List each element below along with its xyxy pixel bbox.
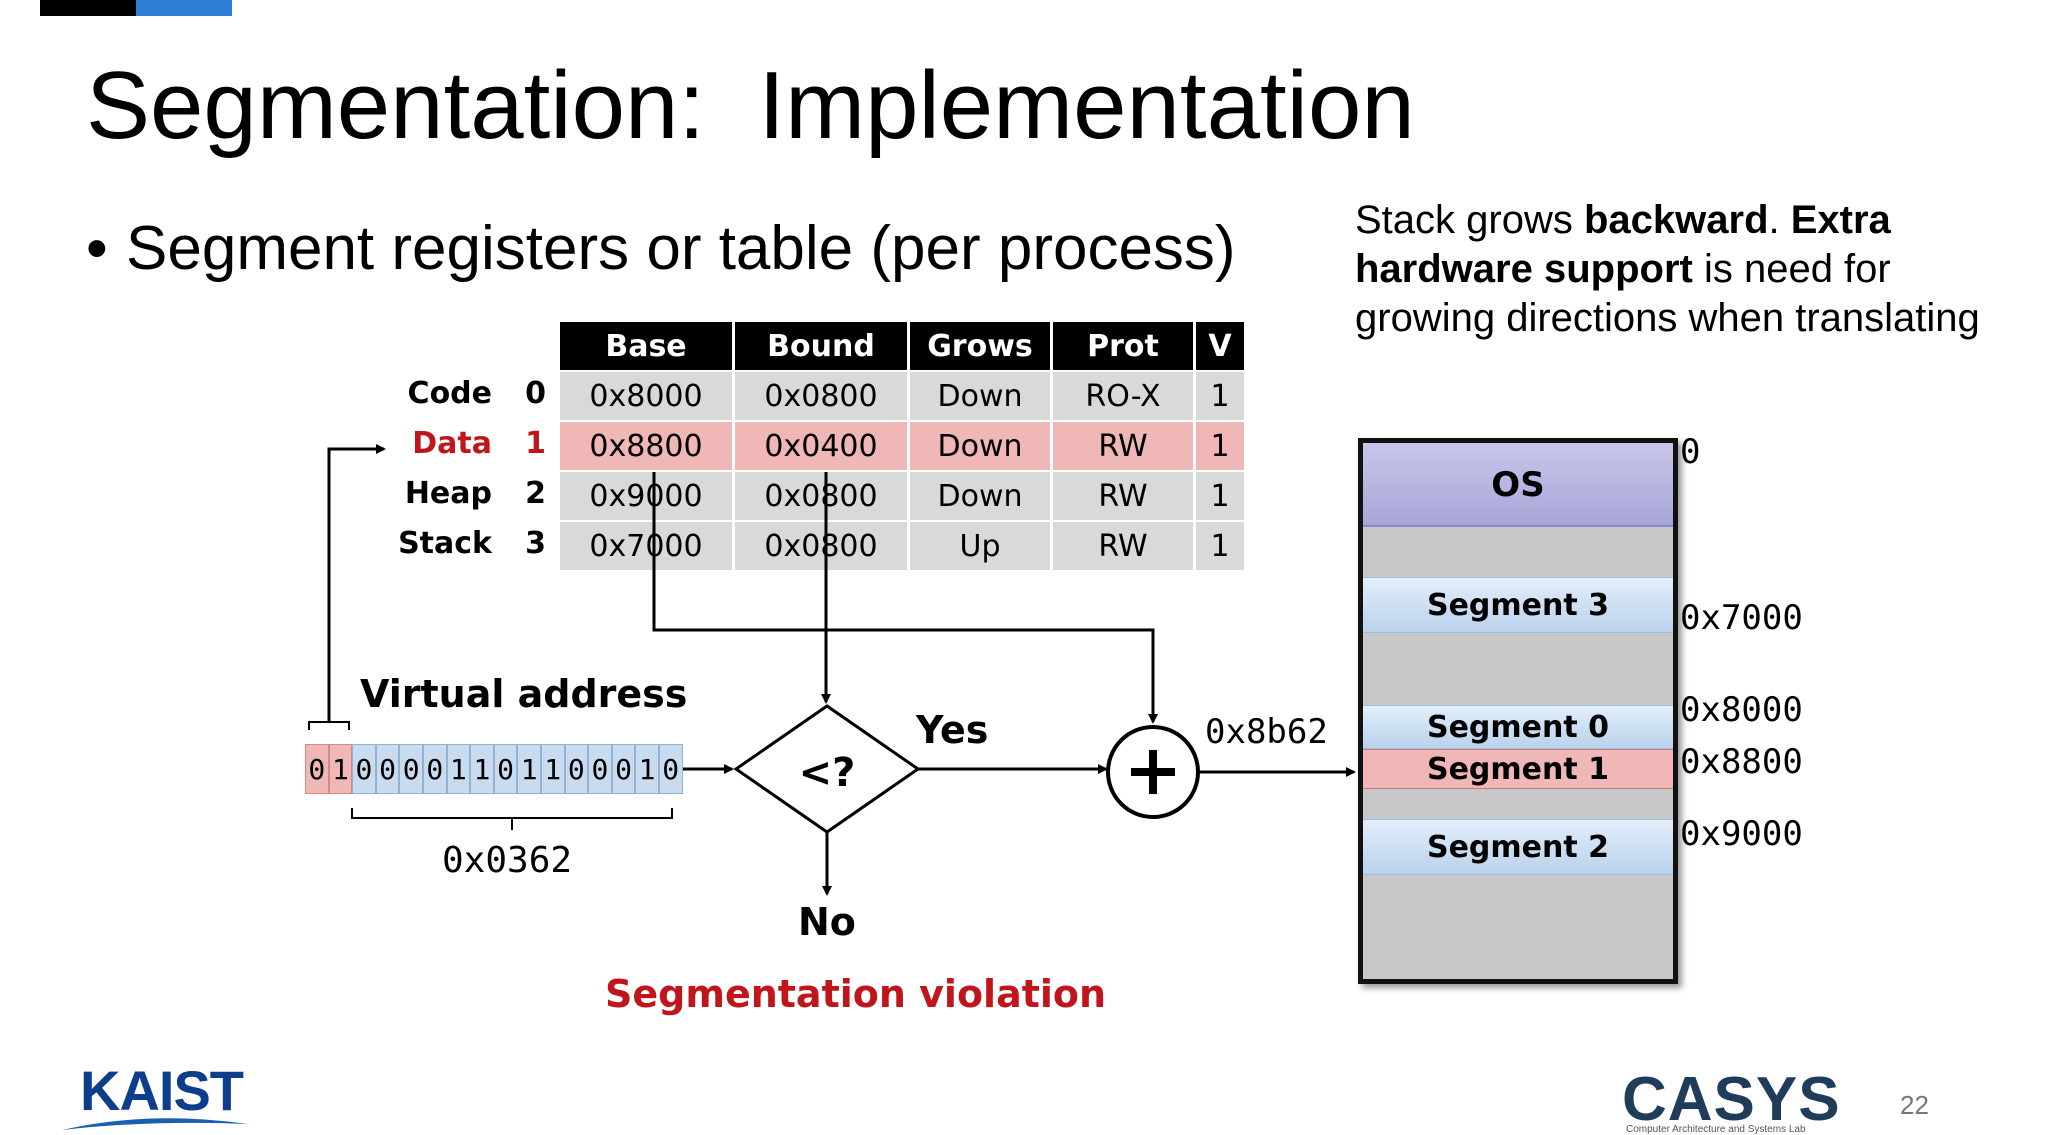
stack-note: Stack grows backward. Extra hardware sup… [1355,196,2015,343]
address-label: 0 [1680,432,1701,472]
page-number: 22 [1900,1090,1929,1120]
kaist-logo: KAIST [80,1059,244,1122]
segment-2-block: Segment 2 [1363,819,1673,875]
casys-subtitle: Computer Architecture and Systems Lab [1626,1124,1806,1135]
bullet-text: Segment registers or table (per process) [126,214,1236,283]
cell-bound: 0x0400 [733,420,910,471]
header-v: V [1194,322,1247,371]
address-bit: 1 [540,744,565,794]
casys-logo: CASYS [1622,1065,1841,1134]
header-prot: Prot [1051,322,1196,371]
cell-bound: 0x0800 [733,370,910,421]
address-bit: 1 [446,744,471,794]
cell-prot: RO-X [1051,370,1196,421]
address-bit: 0 [375,744,400,794]
virtual-address-bits: 0 1 0 0 0 0 1 1 0 1 1 0 0 0 1 0 [305,744,683,794]
segment-3-block: Segment 3 [1363,577,1673,633]
row-index-data: 1 [525,426,546,461]
header-bound: Bound [733,322,910,371]
note-text-1: Stack grows [1355,198,1584,242]
base-to-adder-arrow [652,472,1158,724]
segmentation-violation-label: Segmentation violation [605,972,1107,1016]
cell-base: 0x8000 [560,370,735,421]
cell-grows: Up [908,520,1053,570]
address-label: 0x8800 [1680,742,1803,782]
compare-label: <? [798,750,856,796]
offset-label: 0x0362 [442,840,573,881]
note-text-3: is need for growing directions when tran… [1355,247,1980,340]
cell-bound: 0x0800 [733,520,910,570]
cell-base: 0x7000 [560,520,735,570]
address-bit: 0 [352,744,376,794]
table-row: 0x9000 0x0800 Down RW 1 [560,470,1247,521]
cell-v: 1 [1194,520,1247,570]
cell-grows: Down [908,470,1053,521]
cell-v: 1 [1194,470,1247,521]
cell-prot: RW [1051,520,1196,570]
row-index-stack: 3 [525,526,546,561]
cell-prot: RW [1051,470,1196,521]
row-label-code: Code [407,376,492,411]
address-label: 0x7000 [1680,598,1803,638]
address-bit: 0 [422,744,447,794]
virtual-address-label: Virtual address [360,672,688,716]
segment-1-block: Segment 1 [1363,749,1673,789]
cell-grows: Down [908,370,1053,421]
header-base: Base [560,322,735,371]
physical-address-label: 0x8b62 [1205,712,1328,752]
address-bit: 0 [611,744,636,794]
cell-base: 0x9000 [560,470,735,521]
row-index-heap: 2 [525,476,546,511]
cell-grows: Down [908,420,1053,471]
no-label: No [798,900,856,944]
address-bit: 0 [588,744,612,794]
table-row: 0x8800 0x0400 Down RW 1 [560,420,1247,471]
row-label-stack: Stack [398,526,492,561]
address-bit: 0 [564,744,589,794]
note-bold-2: Extra hardware support [1355,198,1891,291]
segment-select-arrow [327,444,386,722]
table-row: 0x7000 0x0800 Up RW 1 [560,520,1247,570]
address-bit: 1 [635,744,659,794]
table-header-row: Base Bound Grows Prot V [560,322,1247,371]
row-label-data: Data [412,426,492,461]
address-label: 0x8000 [1680,690,1803,730]
cell-base: 0x8800 [560,420,735,471]
address-bit: 1 [517,744,541,794]
kaist-swoosh-icon [62,1118,248,1130]
cell-prot: RW [1051,420,1196,471]
address-bit: 1 [328,744,353,794]
bullet-point: • Segment registers or table (per process… [86,208,1236,290]
os-block: OS [1363,443,1673,527]
slide-title: Segmentation: Implementation [86,52,1415,159]
address-label: 0x9000 [1680,814,1803,854]
address-bit: 1 [470,744,494,794]
row-label-heap: Heap [404,476,492,511]
cell-v: 1 [1194,370,1247,421]
offset-bracket [351,808,673,830]
note-text-2: . [1768,198,1791,242]
address-bit: 0 [658,744,683,794]
plus-icon [1131,750,1175,794]
address-bit: 0 [399,744,423,794]
header-grows: Grows [908,322,1053,371]
top-accent-black [40,0,136,16]
top-accent-blue [136,0,232,16]
row-index-code: 0 [525,376,546,411]
segment-bits-bracket [308,721,350,730]
segment-0-block: Segment 0 [1363,705,1673,749]
cell-bound: 0x0800 [733,470,910,521]
physical-memory: OS Segment 3 Segment 0 Segment 1 Segment… [1358,438,1678,984]
note-bold-1: backward [1583,198,1769,242]
table-row: 0x8000 0x0800 Down RO-X 1 [560,370,1247,421]
segment-table: Base Bound Grows Prot V 0x8000 0x0800 Do… [560,322,1247,570]
cell-v: 1 [1194,420,1247,471]
address-bit: 0 [305,744,329,794]
address-bit: 0 [493,744,518,794]
bullet-dot-icon: • [86,214,108,283]
yes-label: Yes [916,708,989,752]
